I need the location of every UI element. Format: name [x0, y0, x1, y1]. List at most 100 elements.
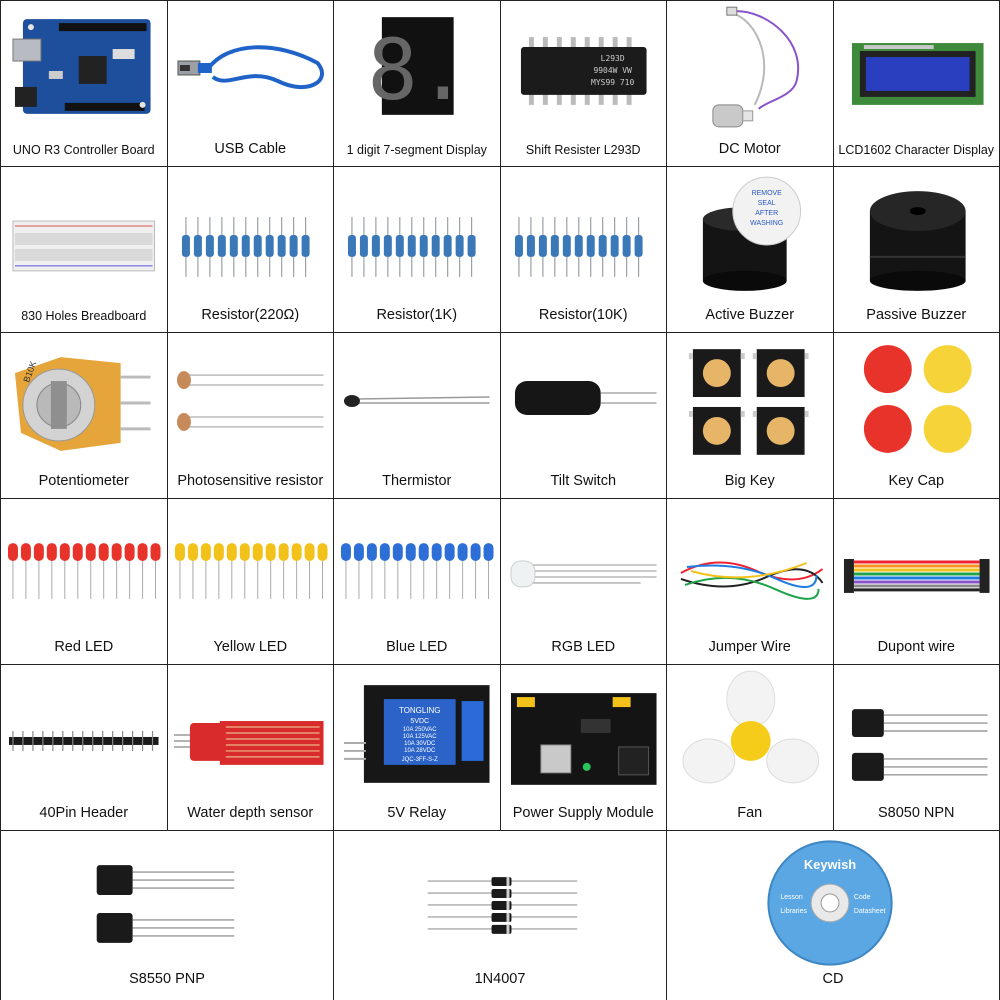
potentiometer-icon: B10K [14, 357, 151, 451]
svg-text:SEAL: SEAL [758, 200, 776, 207]
component-cell-key-cap: Key Cap [832, 332, 999, 498]
component-cell-s8550: S8550 PNP [0, 830, 333, 1000]
resistor-icon [347, 217, 476, 277]
component-label: Jumper Wire [708, 639, 791, 655]
component-label: Fan [737, 805, 763, 821]
seven-segment-display-icon: 8. [367, 17, 468, 119]
component-cell-water-sensor: Water depth sensor [166, 664, 333, 830]
svg-text:MYS99 710: MYS99 710 [591, 78, 634, 87]
led-icon [340, 543, 494, 599]
component-label: Power Supply Module [512, 805, 654, 821]
component-label: Resistor(1K) [376, 307, 458, 323]
diode-icon [427, 877, 578, 934]
component-label: Resistor(10K) [538, 307, 628, 323]
component-label: Dupont wire [877, 639, 955, 655]
svg-text:Datasheet: Datasheet [854, 908, 886, 915]
component-cell-blue-led: Blue LED [333, 498, 500, 664]
component-cell-s8050: S8050 NPN [832, 664, 999, 830]
component-cell-red-led: Red LED [0, 498, 167, 664]
component-label: Shift Resister L293D [525, 143, 641, 157]
component-label: Photosensitive resistor [177, 473, 324, 489]
svg-text:8.: 8. [367, 21, 468, 119]
jumper-wire-icon [680, 561, 824, 600]
svg-text:L293D: L293D [600, 54, 624, 63]
component-cell-pin-header: 40Pin Header [0, 664, 167, 830]
usb-cable-icon [176, 45, 324, 90]
resistor-icon [181, 217, 310, 277]
component-label: S8550 PNP [129, 971, 205, 987]
svg-text:AFTER: AFTER [755, 210, 778, 217]
pin-header-icon [8, 730, 159, 751]
svg-text:10A 125VAC: 10A 125VAC [403, 734, 437, 740]
component-cell-fan: Fan [666, 664, 833, 830]
component-label: Passive Buzzer [866, 307, 967, 323]
component-cell-cd: Keywish Lesson Code Libraries Datasheet … [666, 830, 999, 1000]
led-icon [174, 543, 328, 599]
component-cell-uno-board: UNO R3 Controller Board [0, 0, 167, 166]
component-cell-l293d: L293D 9904W VW MYS99 710 Shift Resister … [499, 0, 666, 166]
component-cell-relay: TONGLING 5VDC 10A 250VAC 10A 125VAC 10A … [333, 664, 500, 830]
component-cell-passive-buzzer: Passive Buzzer [832, 166, 999, 332]
component-label: 1N4007 [474, 971, 526, 987]
breadboard-icon [12, 220, 156, 272]
cd-icon: Keywish Lesson Code Libraries Datasheet [767, 840, 893, 966]
power-module-icon [510, 693, 657, 785]
dc-motor-icon [712, 6, 800, 128]
component-cell-usb-cable: USB Cable [166, 0, 333, 166]
component-label: LCD1602 Character Display [838, 143, 995, 157]
led-icon [7, 543, 161, 599]
photoresistor-icon [176, 371, 324, 431]
svg-text:10A 250VAC: 10A 250VAC [403, 727, 437, 733]
component-cell-breadboard: 830 Holes Breadboard [0, 166, 167, 332]
component-cell-resistor-10k: Resistor(10K) [499, 166, 666, 332]
key-cap-icon [863, 345, 972, 453]
component-label: Thermistor [382, 473, 452, 489]
component-label: 40Pin Header [39, 805, 129, 821]
thermistor-icon [343, 395, 490, 407]
component-cell-power-module: Power Supply Module [499, 664, 666, 830]
component-label: 830 Holes Breadboard [21, 309, 147, 323]
component-cell-rgb-led: RGB LED [499, 498, 666, 664]
transistor-icon [96, 865, 235, 943]
ic-chip-icon: L293D 9904W VW MYS99 710 [520, 37, 647, 105]
component-label: UNO R3 Controller Board [12, 143, 155, 157]
component-cell-lcd1602: LCD1602 Character Display [832, 0, 999, 166]
component-label: Resistor(220Ω) [201, 307, 300, 323]
component-cell-potentiometer: B10K Potentiometer [0, 332, 167, 498]
component-cell-photoresistor: Photosensitive resistor [166, 332, 333, 498]
component-label: S8050 NPN [877, 805, 955, 821]
component-label: Big Key [724, 473, 775, 489]
component-label: Key Cap [888, 473, 945, 489]
component-label: Potentiometer [38, 473, 129, 489]
component-label: Tilt Switch [550, 473, 617, 489]
component-cell-thermistor: Thermistor [333, 332, 500, 498]
component-label: Yellow LED [213, 639, 288, 655]
svg-text:TONGLING: TONGLING [399, 706, 440, 715]
component-cell-7-segment: 8. 1 digit 7-segment Display [333, 0, 500, 166]
svg-text:Libraries: Libraries [780, 908, 807, 915]
passive-buzzer-icon [869, 191, 966, 291]
component-label: Blue LED [386, 639, 448, 655]
component-label: 5V Relay [387, 805, 447, 821]
water-sensor-icon [173, 721, 324, 765]
arduino-board-icon [12, 19, 151, 114]
component-label: 1 digit 7-segment Display [346, 143, 487, 157]
transistor-icon [851, 709, 988, 781]
rgb-led-icon [509, 560, 657, 588]
svg-text:JQC-3FF-S-Z: JQC-3FF-S-Z [402, 757, 438, 763]
relay-icon: TONGLING 5VDC 10A 250VAC 10A 125VAC 10A … [343, 685, 490, 783]
svg-text:REMOVE: REMOVE [752, 190, 783, 197]
svg-text:5VDC: 5VDC [410, 718, 429, 725]
svg-text:Lesson: Lesson [780, 894, 803, 901]
component-label: RGB LED [551, 639, 616, 655]
component-cell-yellow-led: Yellow LED [166, 498, 333, 664]
component-cell-dupont-wire: Dupont wire [832, 498, 999, 664]
component-label: DC Motor [718, 141, 781, 157]
component-cell-jumper-wire: Jumper Wire [666, 498, 833, 664]
tilt-switch-icon [514, 381, 657, 415]
svg-text:Keywish: Keywish [804, 857, 856, 872]
push-button-icon [688, 349, 809, 455]
resistor-icon [514, 217, 643, 277]
component-cell-resistor-1k: Resistor(1K) [333, 166, 500, 332]
